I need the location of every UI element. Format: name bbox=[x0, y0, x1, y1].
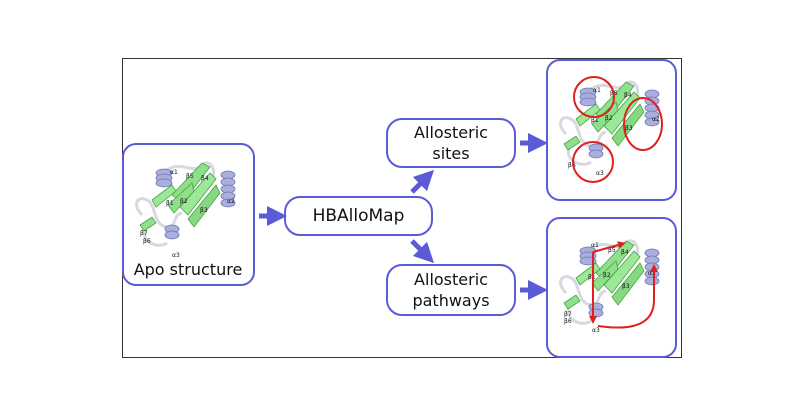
allosteric-site-circle-1 bbox=[573, 76, 615, 118]
allosteric-site-circles bbox=[572, 76, 663, 183]
svg-text:α3: α3 bbox=[172, 252, 180, 259]
arrow-hballomap-to-sites bbox=[410, 169, 435, 194]
svg-text:β1: β1 bbox=[588, 274, 596, 281]
allosteric-sites-label: Allosteric sites bbox=[386, 118, 516, 168]
svg-text:β1: β1 bbox=[591, 117, 599, 124]
svg-text:β5: β5 bbox=[608, 247, 616, 254]
allosteric-sites-box bbox=[386, 118, 516, 168]
svg-text:β3: β3 bbox=[622, 283, 630, 290]
hballomap-box bbox=[284, 196, 433, 236]
svg-text:β4: β4 bbox=[621, 249, 629, 256]
svg-text:β6: β6 bbox=[568, 162, 576, 169]
allosteric-pathways-line2: pathways bbox=[412, 291, 490, 310]
allosteric-pathway-lines bbox=[589, 241, 658, 329]
svg-text:α3: α3 bbox=[592, 327, 600, 334]
hballomap-label: HBAlloMap bbox=[312, 206, 405, 226]
allosteric-pathways-line1: Allosteric bbox=[414, 270, 488, 289]
pathways-structure-annotations: α1 β5 β4 β1 β2 β3 α2 β7 β6 α3 bbox=[564, 242, 656, 334]
arrow-hballomap-to-pathways bbox=[410, 239, 435, 264]
allosteric-sites-line1: Allosteric bbox=[414, 123, 488, 142]
apo-structure-label: Apo structure bbox=[134, 260, 243, 279]
svg-text:β7: β7 bbox=[140, 230, 148, 237]
svg-text:β2: β2 bbox=[605, 115, 613, 122]
svg-text:β1: β1 bbox=[166, 200, 174, 207]
svg-text:β7: β7 bbox=[564, 311, 572, 318]
svg-text:α1: α1 bbox=[591, 242, 599, 249]
svg-text:β5: β5 bbox=[186, 173, 194, 180]
svg-text:β2: β2 bbox=[603, 272, 611, 279]
svg-text:β6: β6 bbox=[564, 318, 572, 325]
svg-text:β4: β4 bbox=[201, 175, 209, 182]
pathway-arrow-right bbox=[597, 264, 658, 329]
svg-text:α2: α2 bbox=[227, 198, 235, 205]
allosteric-pathways-box bbox=[386, 264, 516, 316]
svg-text:β2: β2 bbox=[180, 198, 188, 205]
svg-text:α3: α3 bbox=[596, 170, 604, 177]
flow-arrows bbox=[259, 133, 548, 300]
svg-text:β4: β4 bbox=[624, 92, 632, 99]
svg-text:α1: α1 bbox=[170, 169, 178, 176]
svg-text:α1: α1 bbox=[593, 87, 601, 94]
allosteric-site-circle-2 bbox=[623, 97, 663, 151]
apo-structure-annotations: α1 β5 β4 β1 β2 β3 α2 β7 β6 α3 bbox=[140, 169, 235, 259]
pathway-arrow-top bbox=[592, 241, 626, 253]
allosteric-pathways-label: Allosteric pathways bbox=[386, 264, 516, 316]
svg-text:β3: β3 bbox=[200, 207, 208, 214]
svg-text:β6: β6 bbox=[143, 238, 151, 245]
svg-text:β3: β3 bbox=[625, 125, 633, 132]
svg-text:α2: α2 bbox=[648, 270, 656, 277]
svg-text:α2: α2 bbox=[652, 116, 660, 123]
allosteric-sites-line2: sites bbox=[432, 144, 470, 163]
allosteric-site-circle-3 bbox=[572, 141, 614, 183]
